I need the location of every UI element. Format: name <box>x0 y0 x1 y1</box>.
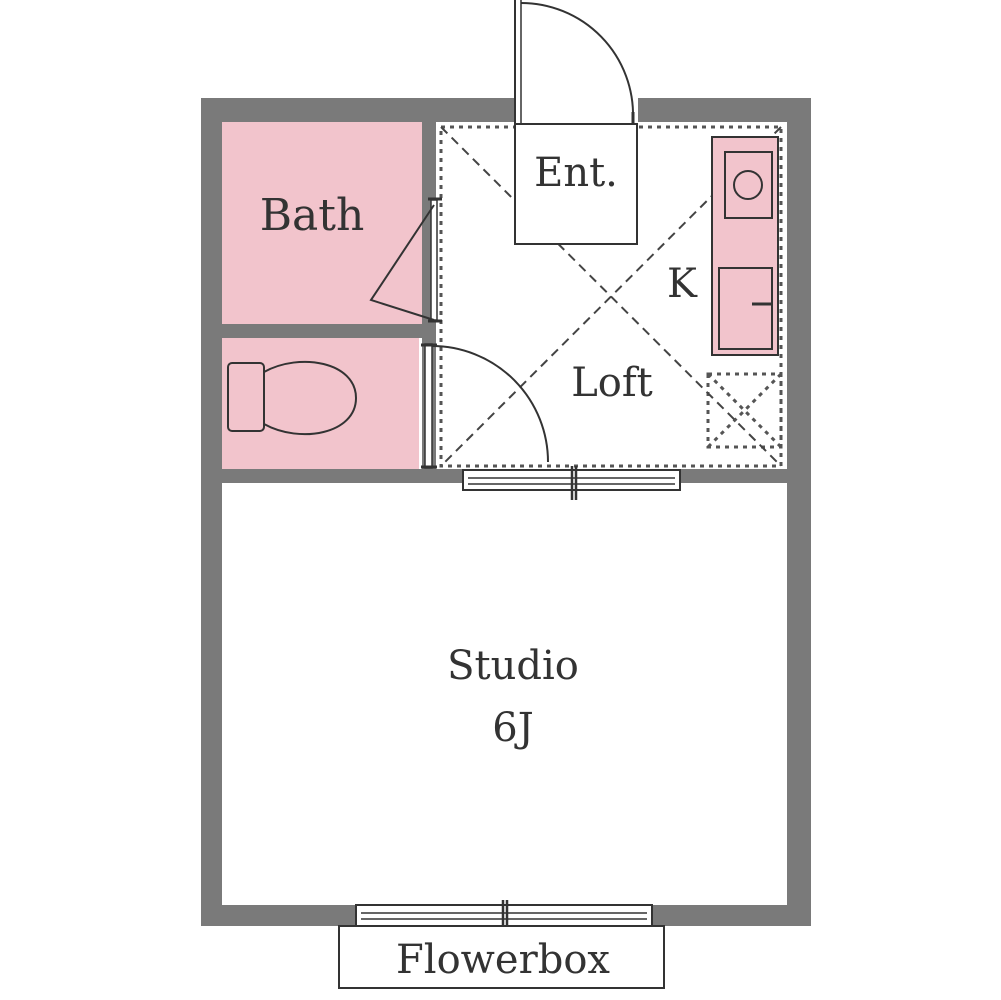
entrance-step <box>514 123 638 245</box>
bath-door <box>369 197 442 323</box>
flowerbox <box>338 925 665 989</box>
stove-icon <box>724 151 773 219</box>
flowerbox-label: Flowerbox <box>396 937 610 983</box>
bath-room <box>222 122 422 324</box>
loft-label: Loft <box>571 360 653 406</box>
studio-size-label: 6J <box>492 705 533 751</box>
entrance-door <box>514 0 638 126</box>
kitchen-label: K <box>667 261 698 307</box>
sink-icon <box>718 267 773 350</box>
entrance-label: Ent. <box>534 150 618 196</box>
toilet-door <box>421 343 549 469</box>
studio-label: Studio <box>447 643 579 689</box>
toilet-icon <box>227 360 358 436</box>
loft-outline <box>439 125 783 468</box>
kitchen-counter <box>711 136 779 356</box>
bath-label: Bath <box>260 190 365 241</box>
sliding-door <box>462 466 681 500</box>
